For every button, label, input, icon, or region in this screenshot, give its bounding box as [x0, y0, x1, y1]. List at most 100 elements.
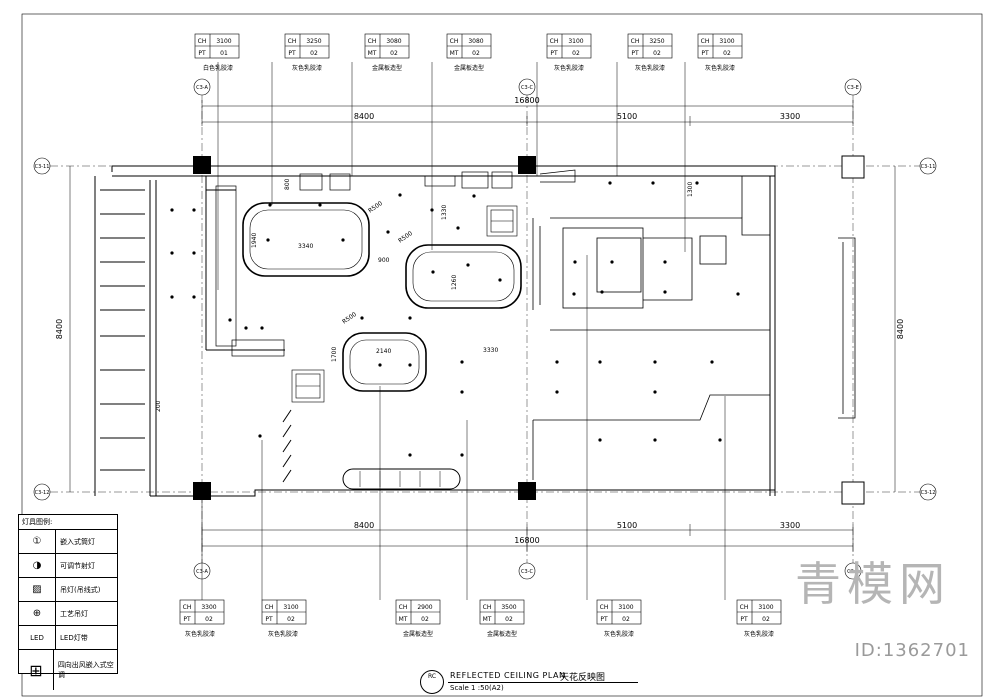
- adjustable-spotlight-icon: ◑: [19, 554, 56, 577]
- svg-text:PT: PT: [198, 50, 206, 57]
- legend-row: ▨ 吊灯(吊线式): [19, 578, 117, 602]
- grid-label-c3a-bottom: C3-A: [196, 569, 208, 575]
- dim-total-top: 16800: [514, 96, 539, 105]
- svg-text:白色乳胶漆: 白色乳胶漆: [203, 64, 233, 72]
- dim-200: 200: [155, 400, 162, 412]
- dim-mid-top: 5100: [617, 112, 637, 121]
- svg-text:3100: 3100: [568, 38, 583, 45]
- material-tag: CH 3100 PT 02 灰色乳胶漆: [697, 33, 743, 72]
- svg-text:2900: 2900: [417, 604, 432, 611]
- svg-text:MT: MT: [368, 50, 377, 57]
- grid-label-c311-right: C3-11: [921, 164, 936, 170]
- svg-text:灰色乳胶漆: 灰色乳胶漆: [268, 630, 298, 638]
- svg-text:CH: CH: [701, 38, 710, 45]
- downlight-icons: [170, 181, 740, 457]
- top-dimensions: 16800 8400 5100 3300: [201, 96, 854, 126]
- svg-text:CH: CH: [740, 604, 749, 611]
- top-fixtures: [215, 169, 576, 357]
- svg-text:灰色乳胶漆: 灰色乳胶漆: [554, 64, 584, 72]
- dim-1940: 1940: [251, 233, 258, 248]
- svg-text:3080: 3080: [468, 38, 483, 45]
- svg-text:灰色乳胶漆: 灰色乳胶漆: [744, 630, 774, 638]
- grid-label-c3a-top: C3-A: [196, 85, 208, 91]
- grid-label-c312-left: C3-12: [35, 490, 50, 496]
- grid-label-c3e-bottom: C3-E: [847, 569, 859, 575]
- grid-label-c3c-top: C3-C: [521, 85, 533, 91]
- svg-text:CH: CH: [198, 38, 207, 45]
- svg-text:金属板造型: 金属板造型: [454, 64, 484, 72]
- leader-lines: [201, 62, 726, 600]
- bottom-dimensions: 8400 5100 3300 16800: [201, 521, 854, 552]
- dim-right-top: 3300: [780, 112, 800, 121]
- drawing-title-en: REFLECTED CEILING PLAN: [450, 671, 566, 680]
- svg-text:CH: CH: [265, 604, 274, 611]
- svg-text:02: 02: [287, 616, 295, 623]
- svg-text:CH: CH: [450, 38, 459, 45]
- ceiling-islands: [242, 202, 522, 490]
- svg-text:02: 02: [572, 50, 580, 57]
- svg-text:3080: 3080: [386, 38, 401, 45]
- svg-text:CH: CH: [399, 604, 408, 611]
- svg-text:PT: PT: [183, 616, 191, 623]
- svg-text:02: 02: [390, 50, 398, 57]
- svg-text:灰色乳胶漆: 灰色乳胶漆: [292, 64, 322, 72]
- grid-bubbles: C3-A C3-C C3-E C3-A C3-C C3-E C3-11 C3-1…: [33, 78, 937, 580]
- grid-label-c3c-bottom: C3-C: [521, 569, 533, 575]
- dim-height-left: 8400: [55, 319, 64, 339]
- watermark-logo: 青模网: [795, 557, 951, 611]
- svg-text:CH: CH: [550, 38, 559, 45]
- svg-text:3300: 3300: [201, 604, 216, 611]
- svg-text:CH: CH: [288, 38, 297, 45]
- svg-text:02: 02: [205, 616, 213, 623]
- svg-text:CH: CH: [483, 604, 492, 611]
- svg-text:CH: CH: [183, 604, 192, 611]
- svg-text:02: 02: [310, 50, 318, 57]
- svg-text:灰色乳胶漆: 灰色乳胶漆: [185, 630, 215, 638]
- material-tag: CH 3100 PT 02 灰色乳胶漆: [736, 599, 782, 638]
- svg-text:PT: PT: [740, 616, 748, 623]
- svg-text:02: 02: [723, 50, 731, 57]
- radius-label-c: R500: [341, 311, 358, 326]
- radius-label-a: R500: [367, 200, 384, 215]
- material-tag: CH 3100 PT 02 灰色乳胶漆: [596, 599, 642, 638]
- drawing-symbol: RC: [420, 670, 444, 694]
- recessed-downlight-icon: ①: [19, 530, 56, 553]
- legend-row: ⊞ 四向出风嵌入式空调: [19, 650, 117, 690]
- material-tag: CH 3250 PT 02 灰色乳胶漆: [284, 33, 330, 72]
- svg-text:CH: CH: [631, 38, 640, 45]
- dim-900: 900: [378, 257, 390, 264]
- svg-text:PT: PT: [550, 50, 558, 57]
- material-tag: CH 3250 PT 02 灰色乳胶漆: [627, 33, 673, 72]
- pendant-lamp-icon: ▨: [19, 578, 56, 601]
- legend-row: ⊕ 工艺吊灯: [19, 602, 117, 626]
- fixture-legend: 灯具图例: ① 嵌入式筒灯 ◑ 可调节射灯 ▨ 吊灯(吊线式) ⊕ 工艺吊灯 L…: [18, 514, 118, 690]
- material-tag: CH 3100 PT 02 灰色乳胶漆: [546, 33, 592, 72]
- svg-text:CH: CH: [600, 604, 609, 611]
- title-underline: [448, 682, 638, 683]
- material-tag: CH 3080 MT 02 金属板造型: [364, 33, 410, 72]
- legend-label: LED灯带: [60, 633, 88, 642]
- legend-label: 工艺吊灯: [60, 609, 88, 618]
- grid-label-c312-right: C3-12: [921, 490, 936, 496]
- svg-text:PT: PT: [631, 50, 639, 57]
- legend-label: 可调节射灯: [60, 561, 95, 570]
- svg-text:02: 02: [762, 616, 770, 623]
- dim-800: 800: [284, 178, 291, 190]
- svg-text:02: 02: [622, 616, 630, 623]
- legend-row: ① 嵌入式筒灯: [19, 530, 117, 554]
- top-material-tags: CH 3100 PT 01 白色乳胶漆 CH 3250 PT 02 灰色乳胶漆 …: [194, 33, 743, 72]
- svg-text:3250: 3250: [306, 38, 321, 45]
- legend-row: LED LED灯带: [19, 626, 117, 650]
- material-tag: CH 3100 PT 01 白色乳胶漆: [194, 33, 240, 72]
- material-tag: CH 3080 MT 02 金属板造型: [446, 33, 492, 72]
- dim-left-bottom: 8400: [354, 521, 374, 530]
- svg-text:3100: 3100: [216, 38, 231, 45]
- drawing-title-zh: 天花反映图: [560, 673, 606, 683]
- svg-text:金属板造型: 金属板造型: [372, 64, 402, 72]
- material-tag: CH 3500 MT 02 金属板造型: [479, 599, 525, 638]
- svg-text:3100: 3100: [618, 604, 633, 611]
- svg-text:3100: 3100: [283, 604, 298, 611]
- drawing-scale: Scale 1 :50(A2): [450, 684, 504, 692]
- right-rooms: [532, 176, 856, 480]
